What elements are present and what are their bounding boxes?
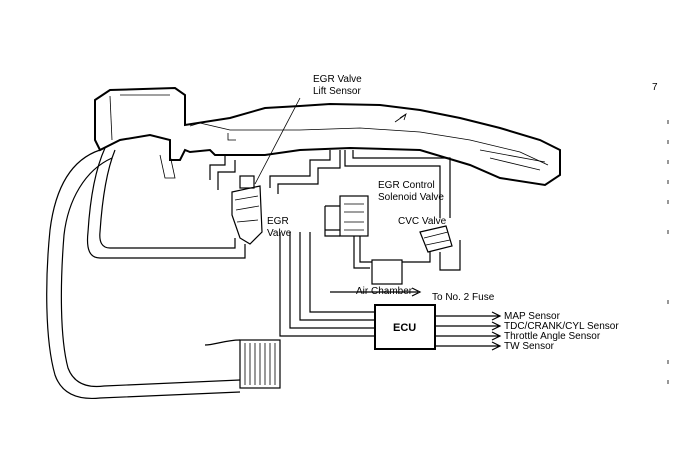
- label-air-chamber: Air Chamber: [356, 286, 413, 297]
- label-cvc-valve: CVC Valve: [398, 216, 447, 227]
- egr-valve: [200, 175, 263, 259]
- label-egr-control-2: Solenoid Valve: [378, 192, 444, 203]
- label-to-fuse: To No. 2 Fuse: [432, 292, 495, 303]
- cvc-valve: [402, 225, 461, 271]
- intake-hose: [46, 147, 241, 400]
- fuse-wire: [330, 287, 422, 297]
- label-tdc-sensor: TDC/CRANK/CYL Sensor: [504, 321, 619, 332]
- label-egr-2: Valve: [267, 228, 292, 239]
- label-map-sensor: MAP Sensor: [504, 311, 561, 322]
- harness-connector: [204, 339, 281, 389]
- label-egr-1: EGR: [267, 216, 289, 227]
- vacuum-tubing: [209, 150, 451, 337]
- label-tw-sensor: TW Sensor: [504, 341, 555, 352]
- label-throttle-sensor: Throttle Angle Sensor: [504, 331, 601, 342]
- ecu-block: [374, 304, 502, 351]
- label-egr-lift-2: Lift Sensor: [313, 86, 361, 97]
- label-ecu: ECU: [393, 322, 416, 334]
- ecu-box: [374, 304, 436, 350]
- label-egr-lift-1: EGR Valve: [313, 74, 362, 85]
- air-chamber-shape: [371, 259, 403, 285]
- label-egr-control-1: EGR Control: [378, 180, 435, 191]
- lift-sensor-leader: [254, 97, 301, 185]
- corner-mark: 7: [652, 82, 658, 93]
- intake-manifold: [94, 86, 561, 187]
- egr-control-solenoid-valve: [324, 195, 372, 269]
